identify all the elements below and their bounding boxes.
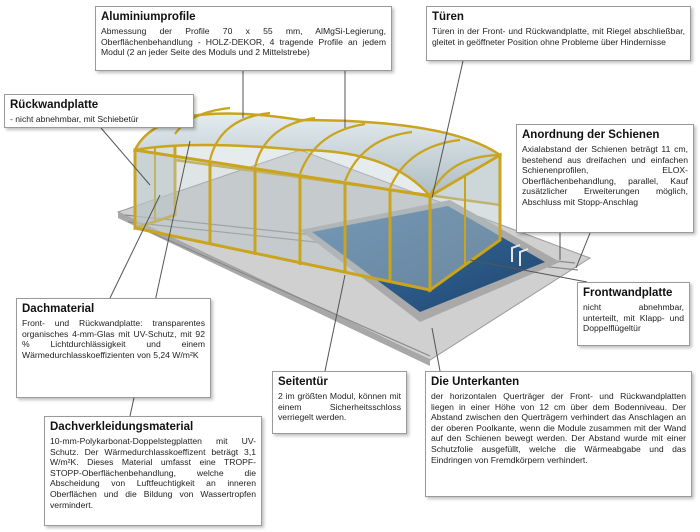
callout-aluminiumprofile: Aluminiumprofile Abmessung der Profile 7… — [95, 6, 392, 71]
callout-title: Frontwandplatte — [583, 287, 673, 299]
callout-frontwandplatte: Frontwandplatte nicht abnehmbar, unterte… — [577, 282, 690, 346]
callout-text: - nicht abnehmbar, mit Schiebetür — [10, 114, 139, 124]
callout-text: Abmessung der Profile 70 x 55 mm, AlMgSi… — [101, 26, 386, 58]
callout-text: Türen in der Front- und Rückwandplatte, … — [432, 26, 685, 47]
callout-text: Axialabstand der Schienen beträgt 11 cm,… — [522, 144, 688, 207]
callout-rueckwandplatte: Rückwandplatte - nicht abnehmbar, mit Sc… — [4, 94, 194, 128]
callout-anordnung-der-schienen: Anordnung der Schienen Axialabstand der … — [516, 124, 694, 233]
enclosure-roof — [132, 106, 503, 198]
callout-tueren: Türen Türen in der Front- und Rückwandpl… — [426, 6, 691, 61]
callout-seitentuer: Seitentür 2 im größten Modul, können mit… — [272, 371, 407, 434]
callout-text: der horizontalen Querträger der Front- u… — [431, 391, 686, 465]
callout-text: Front- und Rückwandplatte: transparentes… — [22, 318, 205, 360]
callout-title: Dachmaterial — [22, 303, 95, 315]
callout-title: Türen — [432, 11, 464, 23]
callout-text: 10-mm-Polykarbonat-Doppelstegplatten mit… — [50, 436, 256, 510]
callout-title: Dachverkleidungsmaterial — [50, 421, 194, 433]
callout-title: Die Unterkanten — [431, 376, 520, 388]
callout-text: 2 im größten Modul, können mit einem Sic… — [278, 391, 401, 423]
callout-title: Seitentür — [278, 376, 328, 388]
callout-title: Aluminiumprofile — [101, 11, 196, 23]
callout-dachverkleidungsmaterial: Dachverkleidungsmaterial 10-mm-Polykarbo… — [44, 416, 262, 526]
callout-die-unterkanten: Die Unterkanten der horizontalen Querträ… — [425, 371, 692, 497]
pool-ladder — [511, 244, 529, 266]
callout-dachmaterial: Dachmaterial Front- und Rückwandplatte: … — [16, 298, 211, 398]
enclosure-frame — [133, 131, 502, 293]
callout-title: Anordnung der Schienen — [522, 129, 660, 141]
callout-text: nicht abnehmbar, unterteilt, mit Klapp- … — [583, 302, 684, 334]
callout-title: Rückwandplatte — [10, 99, 99, 111]
